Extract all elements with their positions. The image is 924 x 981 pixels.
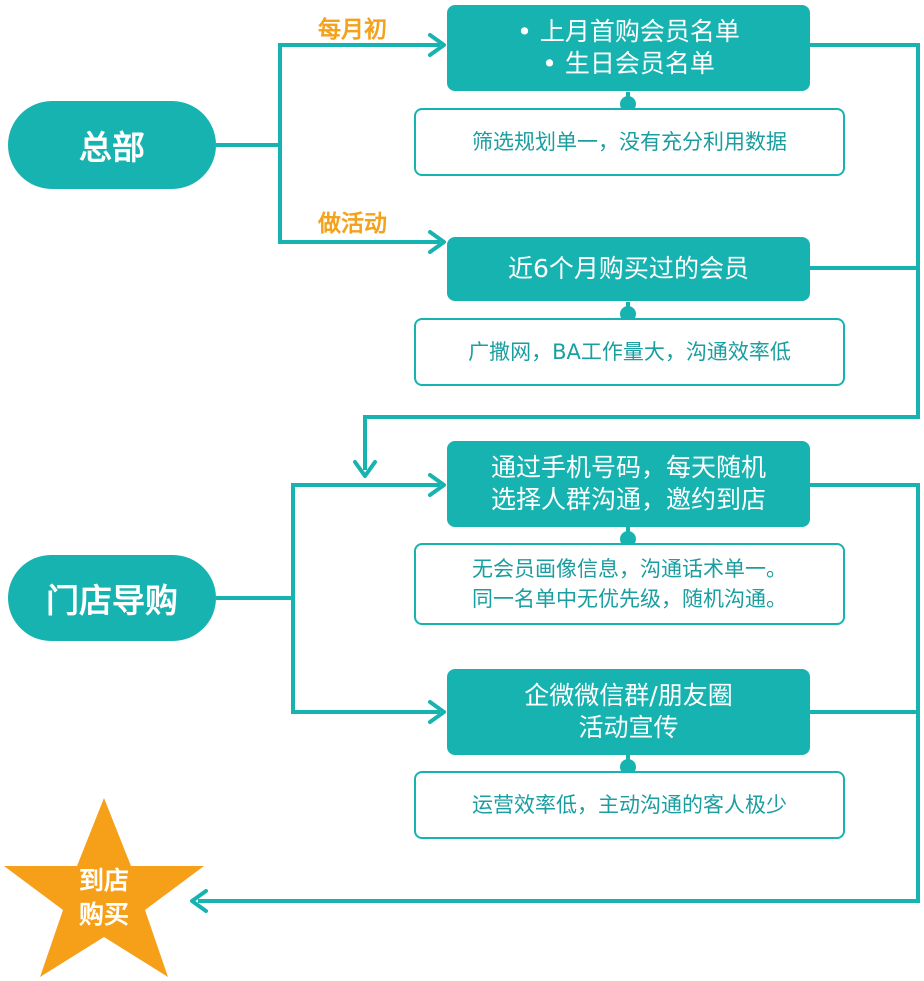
box-phone-random: 通过手机号码，每天随机 选择人群沟通，邀约到店 bbox=[447, 441, 810, 527]
box2-line1: 近6个月购买过的会员 bbox=[508, 254, 749, 283]
actor-store-label: 门店导购 bbox=[46, 581, 178, 620]
box-wecom-promo: 企微微信群/朋友圈 活动宣传 bbox=[447, 669, 810, 755]
box3-line1: 通过手机号码，每天随机 bbox=[490, 453, 766, 482]
star-line2: 购买 bbox=[78, 900, 129, 929]
box4-line1: 企微微信群/朋友圈 bbox=[524, 681, 733, 710]
note1-line1: 筛选规划单一，没有充分利用数据 bbox=[472, 130, 787, 154]
box4-line2: 活动宣传 bbox=[578, 713, 679, 742]
box1-line1: • 上月首购会员名单 bbox=[517, 17, 740, 46]
note-no-profile: 无会员画像信息，沟通话术单一。 同一名单中无优先级，随机沟通。 bbox=[414, 543, 845, 625]
box1-line2: • 生日会员名单 bbox=[542, 49, 715, 78]
note4-line1: 运营效率低，主动沟通的客人极少 bbox=[472, 793, 787, 817]
actor-hq: 总部 bbox=[8, 101, 216, 189]
note3-line1: 无会员画像信息，沟通话术单一。 bbox=[472, 557, 787, 581]
label-monthly: 每月初 bbox=[318, 17, 387, 43]
star-line1: 到店 bbox=[78, 866, 129, 895]
actor-hq-label: 总部 bbox=[79, 128, 145, 167]
note-low-efficiency: 运营效率低，主动沟通的客人极少 bbox=[414, 771, 845, 839]
note-wide-net: 广撒网，BA工作量大，沟通效率低 bbox=[414, 318, 845, 386]
box-recent-buyers: 近6个月购买过的会员 bbox=[447, 237, 810, 301]
star-shape bbox=[4, 798, 204, 977]
note2-line1: 广撒网，BA工作量大，沟通效率低 bbox=[468, 340, 791, 364]
note-filter-single: 筛选规划单一，没有充分利用数据 bbox=[414, 108, 845, 176]
note3-line2: 同一名单中无优先级，随机沟通。 bbox=[472, 587, 787, 611]
box3-line2: 选择人群沟通，邀约到店 bbox=[490, 485, 766, 514]
star-label: 到店 购买 bbox=[64, 864, 144, 932]
box-first-purchase-birthday: • 上月首购会员名单 • 生日会员名单 bbox=[447, 5, 810, 91]
label-event: 做活动 bbox=[318, 211, 387, 237]
actor-store-guide: 门店导购 bbox=[8, 555, 216, 641]
